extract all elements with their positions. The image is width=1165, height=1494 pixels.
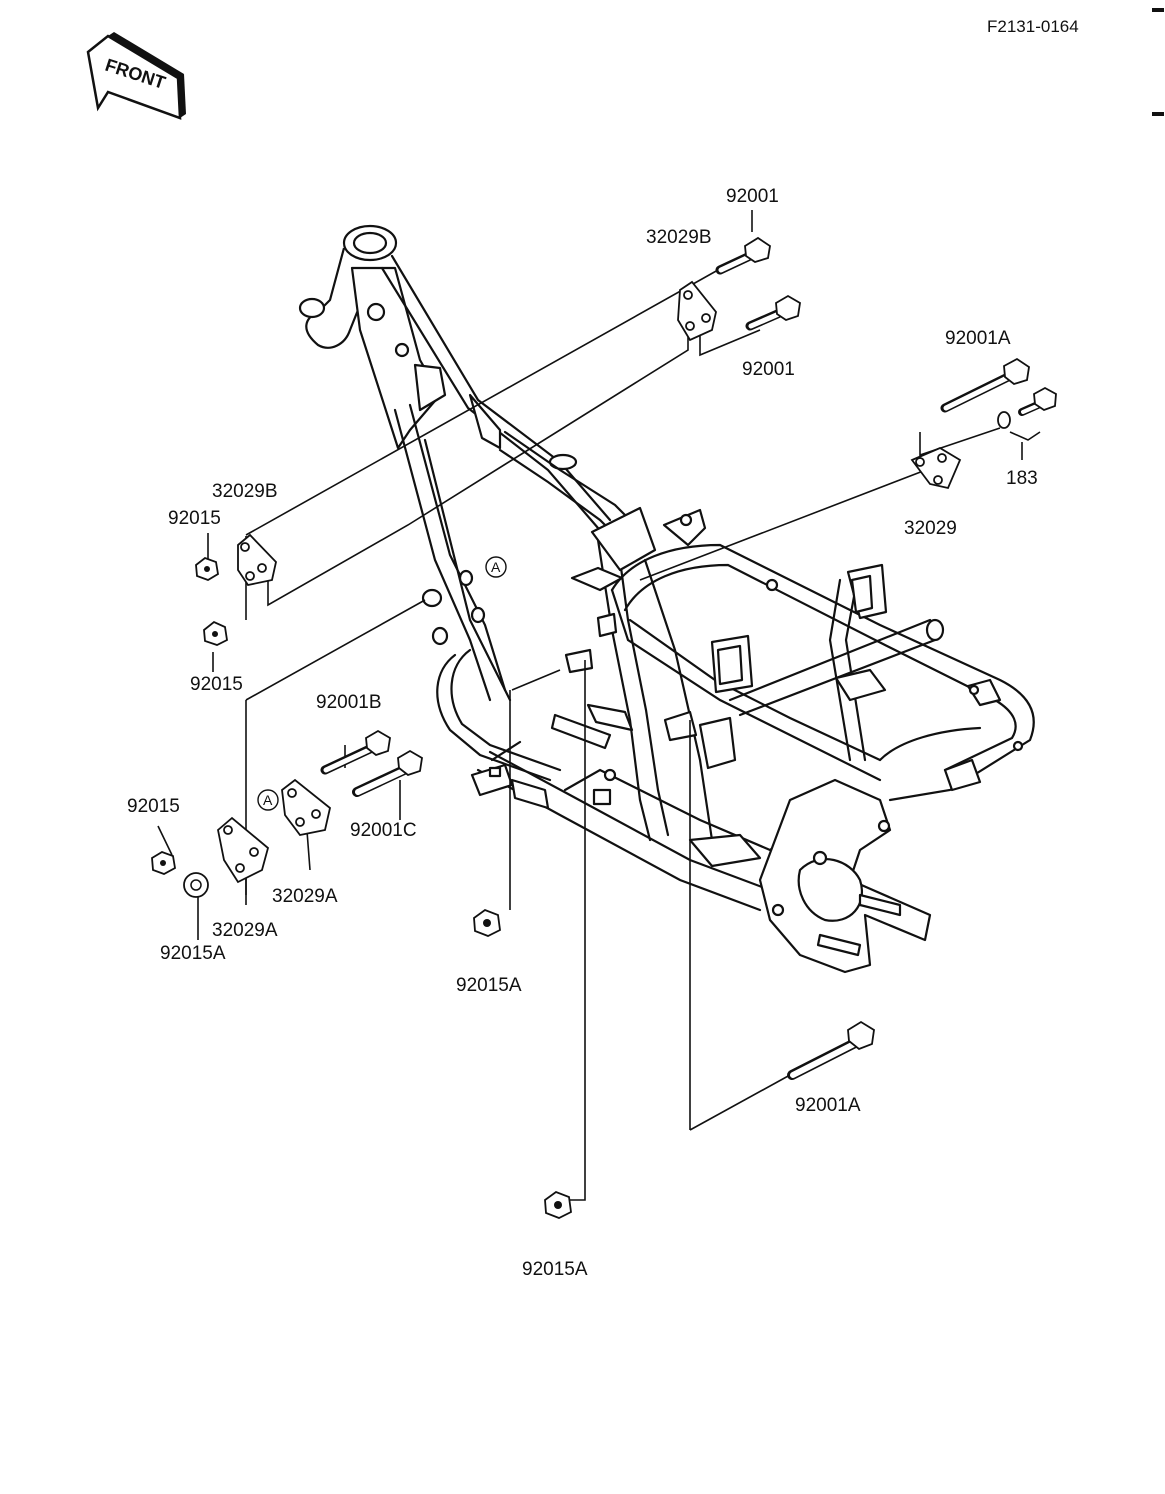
label-32029-right: 32029	[904, 518, 957, 539]
label-92001a-bottom: 92001A	[795, 1095, 861, 1116]
collar-92015a-left-icon	[183, 872, 209, 898]
reference-mark-a-bracket: A	[257, 789, 279, 811]
nut-92015-lower-icon	[151, 851, 176, 875]
leader-lines	[157, 210, 1041, 1201]
bracket-32029b-left	[237, 533, 277, 587]
nut-92015a-bottom-icon	[544, 1190, 572, 1219]
label-92015a-center: 92015A	[456, 975, 522, 996]
label-92015-lower: 92015	[127, 796, 180, 817]
nut-92015a-center-icon	[473, 908, 501, 937]
label-92001-mid: 92001	[742, 359, 795, 380]
svg-text:A: A	[491, 559, 501, 575]
label-32029b-left: 32029B	[212, 481, 278, 502]
bolt-92001-top-icon	[715, 236, 771, 275]
bracket-32029b-top	[677, 280, 717, 342]
nut-92015-mid-icon	[203, 620, 228, 646]
nut-92015-upper-icon	[195, 556, 219, 581]
bolt-92001a-top-icon	[940, 357, 1030, 413]
bracket-32029-right	[910, 446, 962, 490]
bracket-32029a-upper	[281, 778, 332, 836]
reference-mark-a-frame: A	[485, 556, 507, 578]
part-labels: 92001 32029B 92001 92001A 183 32029 3202…	[127, 186, 1038, 1280]
document-reference: F2131-0164	[987, 17, 1079, 36]
bolt-92001-mid-icon	[745, 294, 801, 331]
bolt-183-icon	[1018, 386, 1057, 416]
label-32029a-lower: 32029A	[212, 920, 278, 941]
label-183: 183	[1006, 468, 1038, 489]
label-92015a-left: 92015A	[160, 943, 226, 964]
front-arrow-icon: FRONT	[86, 32, 186, 120]
label-92015a-bottom: 92015A	[522, 1259, 588, 1280]
bolt-92001a-bottom-icon	[787, 1020, 875, 1080]
label-92015-mid: 92015	[190, 674, 243, 695]
label-32029b-top: 32029B	[646, 227, 712, 248]
label-32029a-upper: 32029A	[272, 886, 338, 907]
svg-text:A: A	[263, 792, 273, 808]
label-92001a-top: 92001A	[945, 328, 1011, 349]
washer-183-icon	[997, 411, 1011, 429]
page-edge-mark-bottom	[1152, 112, 1164, 116]
label-92001c: 92001C	[350, 820, 417, 841]
bolt-92001b-icon	[320, 729, 391, 775]
page-edge-mark-top	[1152, 8, 1164, 12]
label-92015-upper: 92015	[168, 508, 221, 529]
bracket-32029a-lower	[217, 816, 270, 884]
motorcycle-frame	[298, 224, 1035, 974]
bolt-92001c-icon	[352, 749, 423, 797]
label-92001b: 92001B	[316, 692, 382, 713]
label-92001-top: 92001	[726, 186, 779, 207]
